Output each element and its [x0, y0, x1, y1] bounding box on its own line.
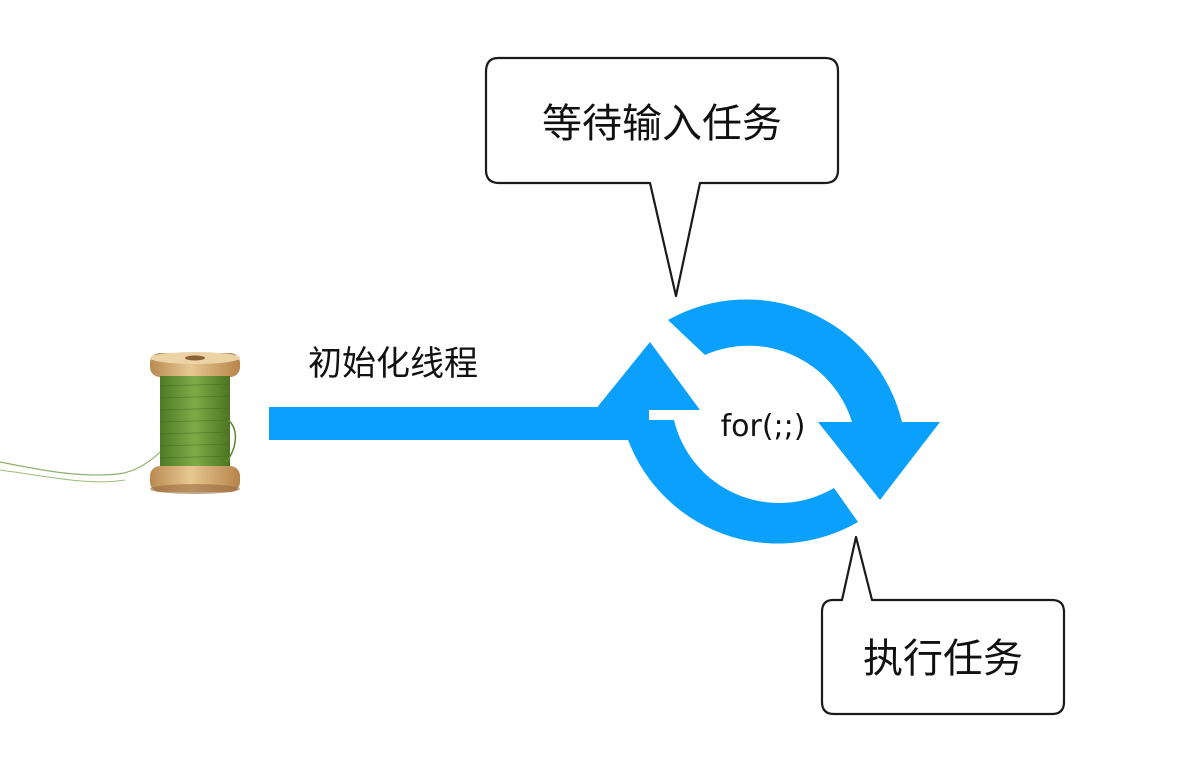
- refresh-cycle-icon: [595, 299, 940, 544]
- exec-task-label: 执行任务: [863, 636, 1023, 682]
- wait-task-label: 等待输入任务: [542, 101, 782, 147]
- exec-task-bubble: 执行任务: [820, 535, 1066, 716]
- thread-spool-icon: [0, 352, 240, 494]
- init-thread-label: 初始化线程: [308, 344, 478, 384]
- wait-task-bubble: 等待输入任务: [484, 56, 840, 298]
- init-arrow-shaft: [269, 407, 649, 440]
- loop-label: for(;;): [721, 409, 806, 444]
